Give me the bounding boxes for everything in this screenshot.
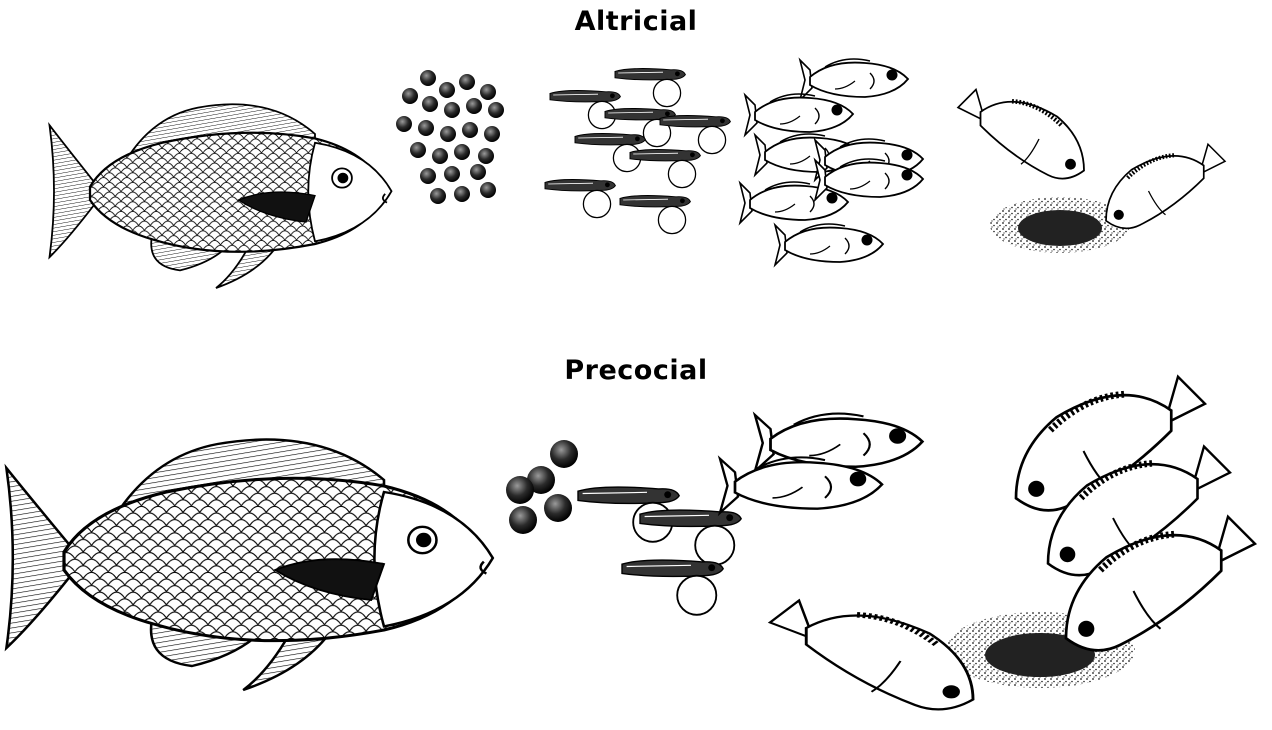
altricial-eggs <box>396 70 504 204</box>
altricial-adult-fish <box>50 104 392 288</box>
precocial-eggs <box>506 440 578 534</box>
altricial-larvae <box>545 69 730 234</box>
precocial-title: Precocial <box>0 355 1272 386</box>
altricial-title: Altricial <box>0 6 1272 37</box>
altricial-feeding-juveniles <box>958 90 1225 254</box>
precocial-fry <box>720 414 922 513</box>
precocial-row <box>6 377 1255 710</box>
altricial-fry <box>740 59 923 265</box>
altricial-row <box>50 59 1226 288</box>
precocial-larvae <box>578 487 741 615</box>
precocial-adult-fish <box>6 440 492 691</box>
